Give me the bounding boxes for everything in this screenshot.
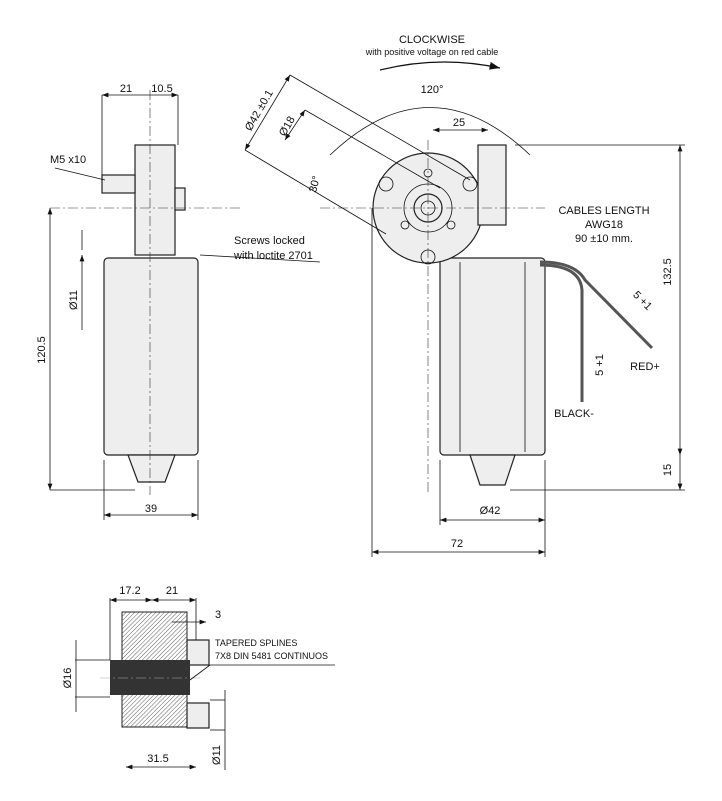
dim-10-5: 10.5 (151, 83, 172, 95)
cap-height-dim: 15 (662, 464, 674, 476)
screws-note-2: with loctite 2701 (233, 250, 313, 262)
motor-can (439, 257, 546, 456)
shaft-boss (101, 174, 136, 194)
black-label: BLACK- (554, 408, 594, 420)
angle-120: 120° (421, 84, 444, 96)
dim-21: 21 (120, 83, 132, 95)
dim-3: 3 (215, 609, 221, 621)
splined-bore (110, 660, 190, 695)
dim-17-2: 17.2 (119, 585, 140, 597)
bore-dia: Ø16 (62, 668, 74, 689)
cables-title: CABLES LENGTH (558, 205, 649, 217)
gearbox-side (477, 144, 507, 226)
rotation-subtitle: with positive voltage on red cable (365, 47, 499, 57)
screws-note-1: Screws locked (234, 235, 305, 247)
height-dim: 120.5 (36, 336, 48, 364)
cables-length: 90 ±10 mm. (575, 233, 633, 245)
motor-dia: Ø42 (480, 505, 501, 517)
section-view: 17.2 21 3 TAPERED SPLINES 7X8 DIN 5481 C… (62, 585, 335, 770)
thread-label: M5 x10 (50, 154, 86, 166)
rotation-title: CLOCKWISE (399, 34, 465, 46)
side-view: 21 10.5 M5 x10 Ø11 120.5 39 Screws locke… (36, 83, 321, 520)
dim-25: 25 (453, 117, 465, 129)
end-cap (127, 454, 176, 483)
cables-gauge: AWG18 (585, 219, 623, 231)
shaft-dia: Ø11 (68, 290, 80, 310)
black-cable (539, 263, 584, 402)
end-cap (469, 454, 516, 486)
red-label: RED+ (630, 361, 660, 373)
gearbox-housing (134, 144, 176, 256)
motor-can (103, 257, 199, 456)
dim-21: 21 (166, 585, 178, 597)
total-width-dim: 72 (451, 538, 463, 550)
angle-30: 30° (307, 175, 323, 194)
width-dim: 31.5 (147, 753, 168, 765)
shaft-dia: Ø11 (211, 745, 223, 765)
gearbox-tab (174, 187, 186, 211)
black-strip-length: 5 +1 (594, 354, 606, 376)
splines-note-2: 7X8 DIN 5481 CONTINUOS (215, 651, 328, 661)
bore-dia: Ø18 (277, 114, 298, 138)
splines-note-1: TAPERED SPLINES (215, 638, 297, 648)
red-strip-length: 5 +1 (630, 289, 654, 313)
width-dim: 39 (145, 503, 157, 515)
red-cable (539, 260, 654, 350)
height-dim: 132.5 (662, 258, 674, 286)
front-view: CLOCKWISE with positive voltage on red c… (243, 34, 685, 557)
